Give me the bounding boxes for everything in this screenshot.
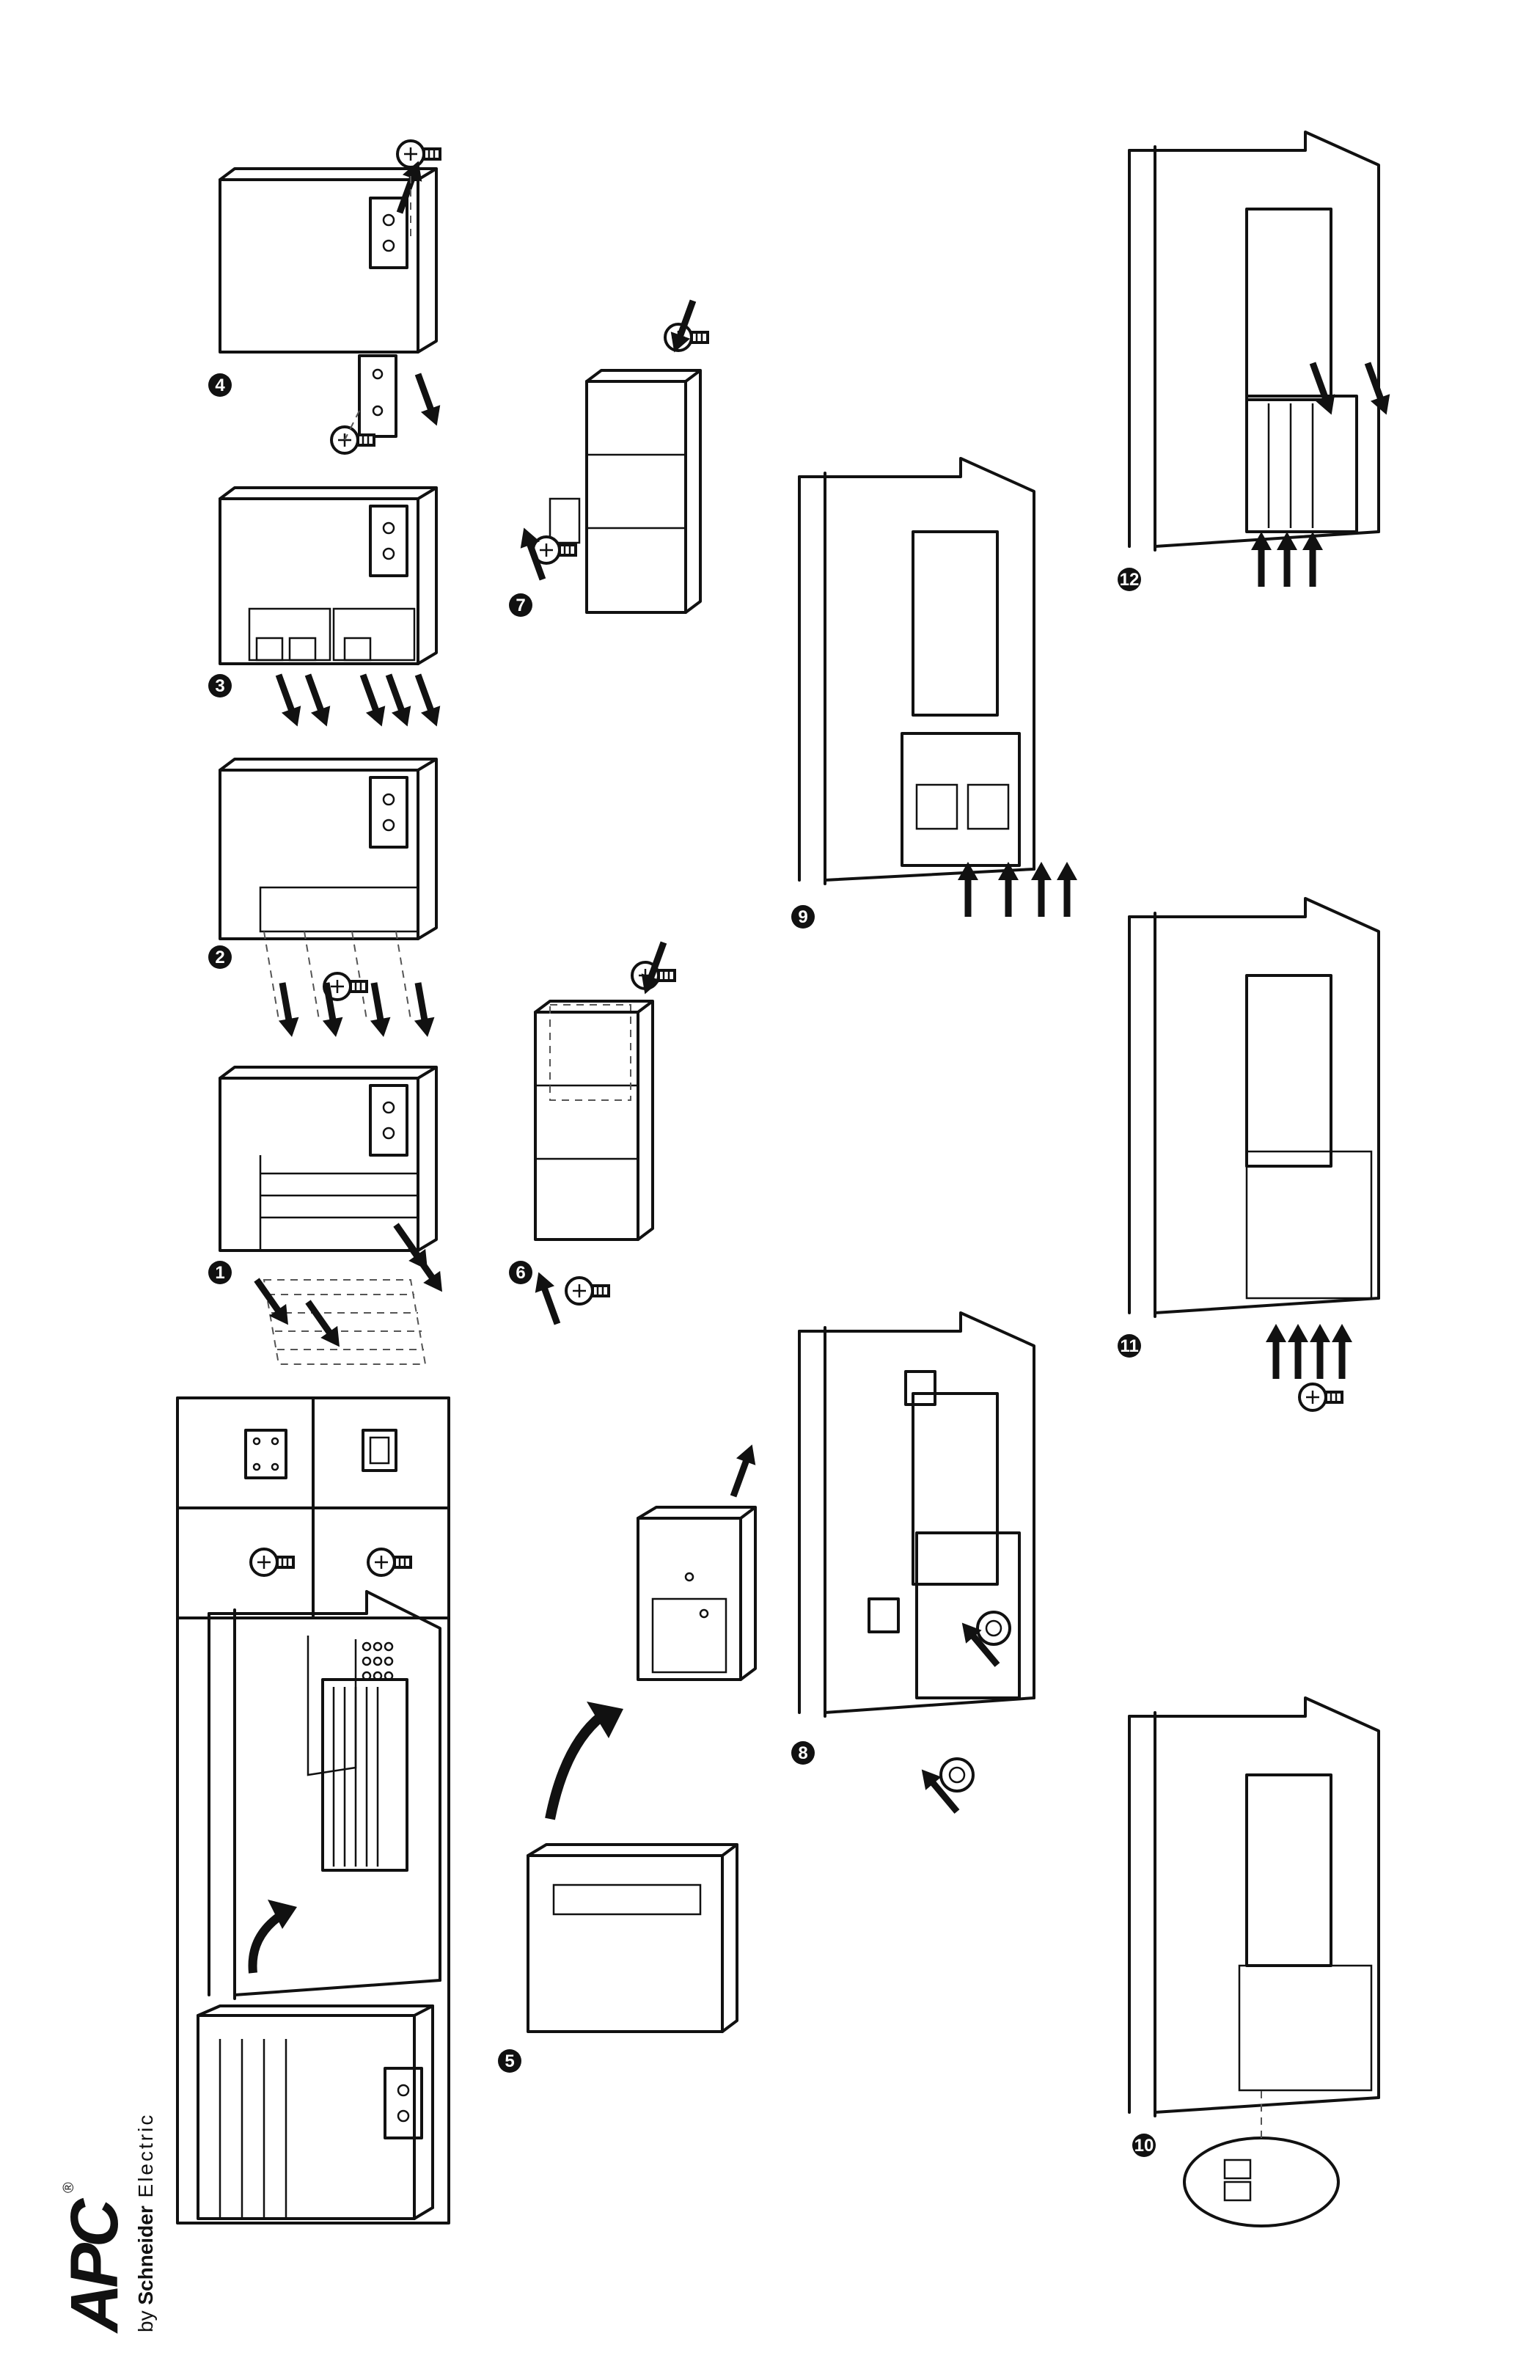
- step-badges: 1 2 3 4 5 6 7 8 9 10 11 12: [208, 373, 1156, 2157]
- step-4-badge: 4: [208, 373, 232, 397]
- svg-text:4: 4: [215, 376, 225, 395]
- step-2-illustration: [220, 759, 438, 1039]
- brand-logo: APC ® by Schneider Electric: [57, 2113, 157, 2334]
- clip-nut-icon: [363, 1430, 396, 1471]
- svg-text:2: 2: [215, 948, 224, 967]
- step-9-badge: 9: [791, 905, 815, 929]
- insert-curve-arrow: [253, 1914, 283, 1973]
- svg-text:6: 6: [516, 1263, 525, 1283]
- svg-text:11: 11: [1120, 1336, 1138, 1356]
- step-4-illustration: [220, 141, 447, 453]
- step-5-badge: 5: [498, 2049, 521, 2073]
- step-3-illustration: [220, 488, 447, 730]
- registered-mark: ®: [61, 2182, 77, 2193]
- step-3-badge: 3: [208, 674, 232, 697]
- step-7-badge: 7: [509, 593, 532, 617]
- apc-logo-text: APC: [57, 2197, 132, 2334]
- step-12-badge: 12: [1118, 568, 1141, 591]
- overview-battery-module: [198, 2006, 433, 2219]
- bracket-plate-icon: [246, 1430, 286, 1478]
- parts-legend: [177, 1398, 449, 1618]
- overview-panel: [177, 1398, 449, 2223]
- brand-tagline: by Schneider Electric: [134, 2113, 157, 2332]
- svg-text:5: 5: [505, 2051, 514, 2071]
- step-12-illustration: [1129, 132, 1396, 587]
- step-6-illustration: [529, 939, 675, 1328]
- overview-rack: [209, 1592, 440, 1999]
- screw-long-icon: [368, 1549, 411, 1575]
- step-8-illustration: [799, 1313, 1034, 1818]
- svg-text:1: 1: [215, 1263, 224, 1283]
- step-1-illustration: [220, 1067, 450, 1364]
- step-10-illustration: [1129, 1698, 1379, 2226]
- svg-text:8: 8: [798, 1743, 807, 1763]
- rotate-curve-arrow: [550, 1716, 601, 1819]
- step-1-badge: 1: [208, 1261, 232, 1284]
- svg-text:3: 3: [215, 676, 224, 696]
- svg-text:12: 12: [1120, 570, 1140, 590]
- step-10-badge: 10: [1132, 2134, 1156, 2157]
- step-6-badge: 6: [509, 1261, 532, 1284]
- step-7-illustration: [514, 297, 708, 612]
- step-11-badge: 11: [1118, 1334, 1141, 1358]
- step-8-badge: 8: [791, 1741, 815, 1765]
- screw-icon: [251, 1549, 293, 1575]
- step-2-badge: 2: [208, 945, 232, 969]
- step-9-illustration: [799, 458, 1077, 917]
- svg-text:10: 10: [1134, 2136, 1154, 2156]
- svg-text:7: 7: [516, 596, 525, 615]
- step-11-illustration: [1129, 898, 1379, 1410]
- step-5-illustration: [528, 1441, 762, 2032]
- svg-text:9: 9: [798, 907, 807, 927]
- zoom-detail-callout: [1184, 2138, 1338, 2226]
